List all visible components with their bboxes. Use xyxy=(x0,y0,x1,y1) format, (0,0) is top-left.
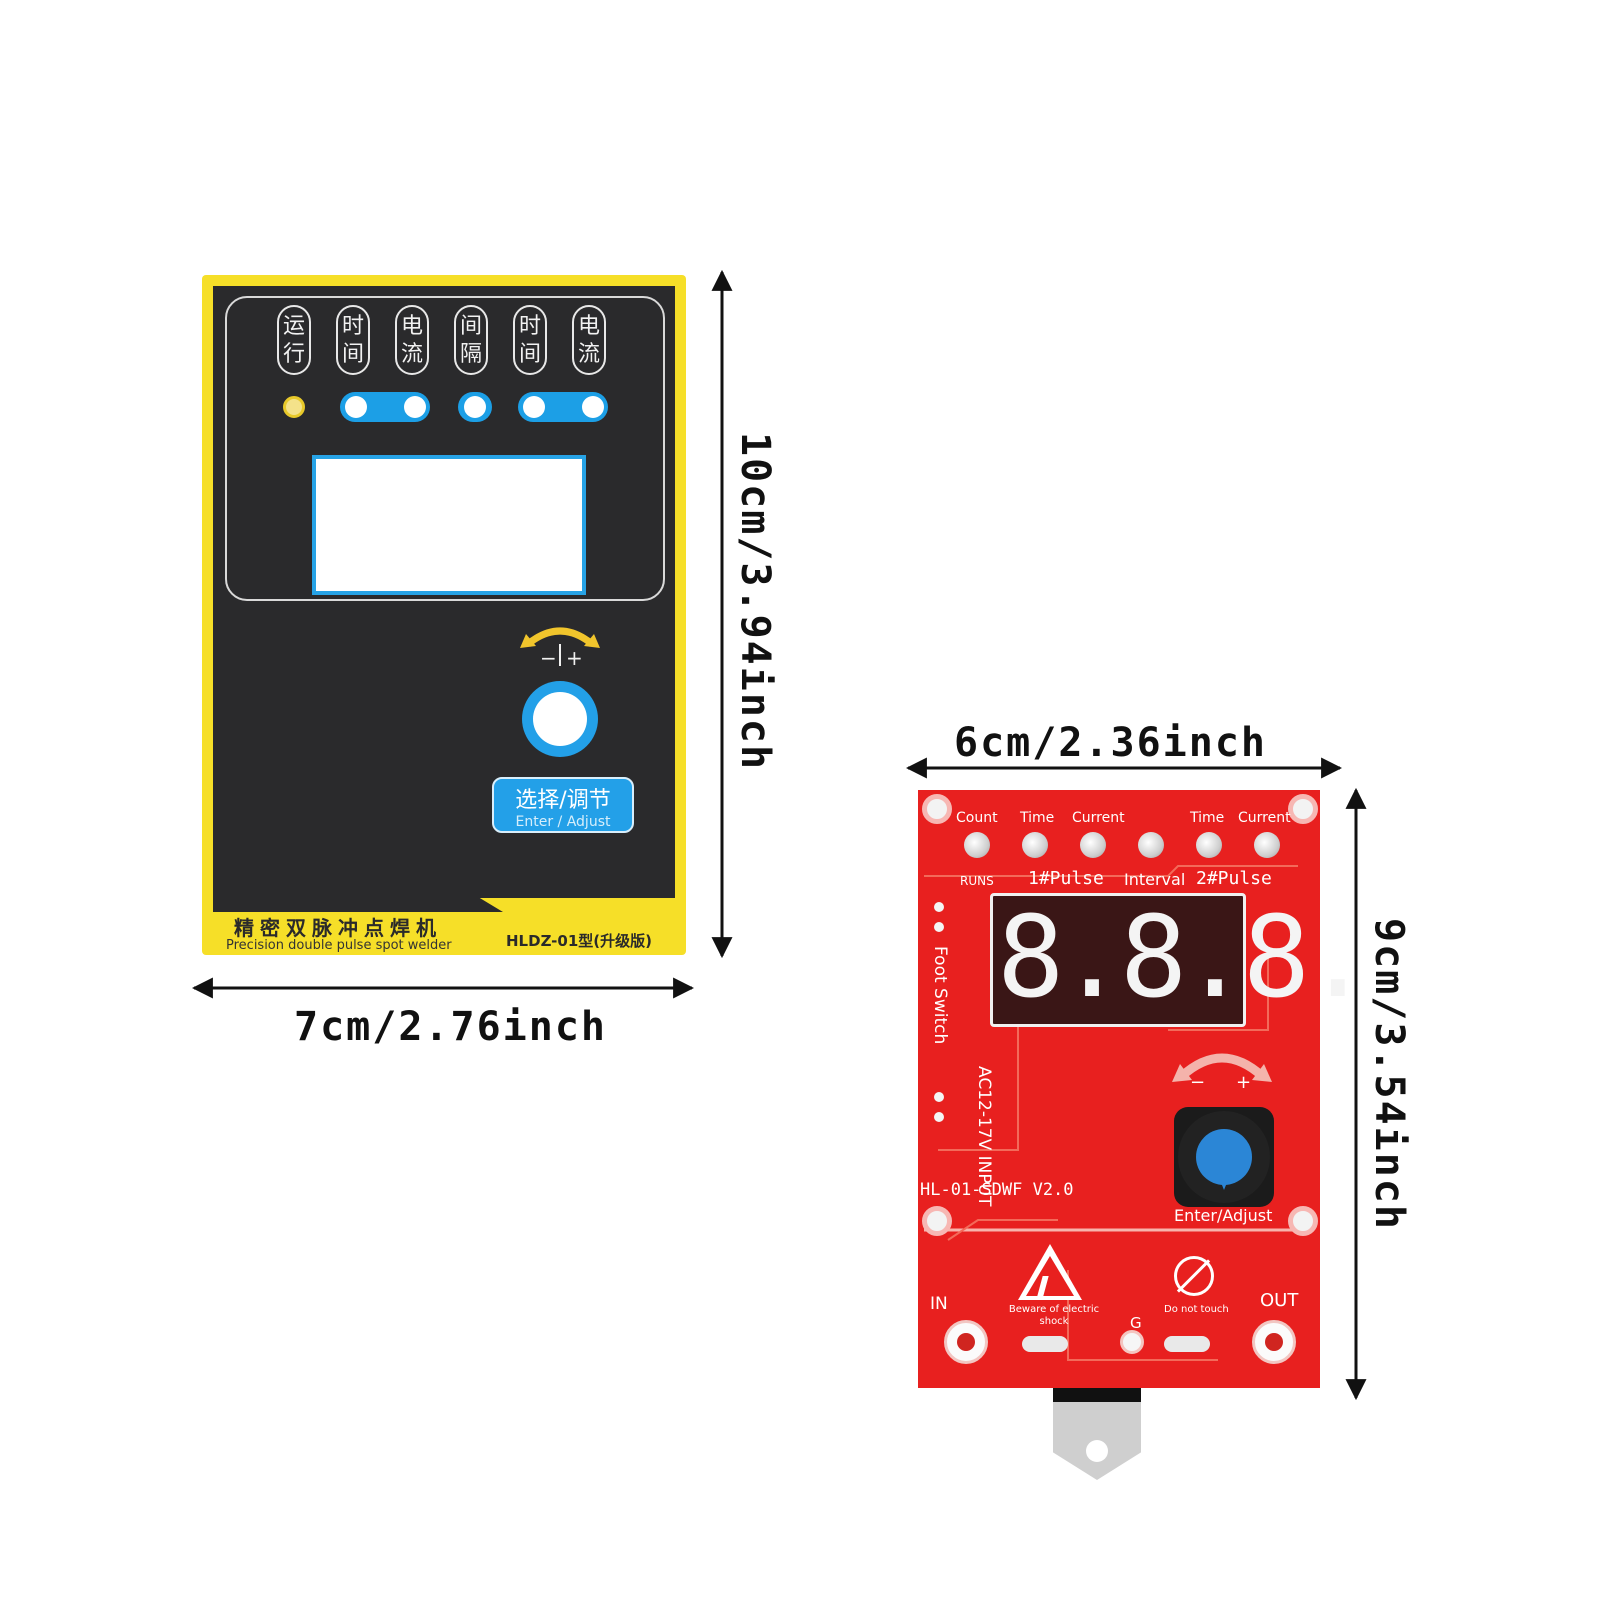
rotate-arrow-icon xyxy=(520,627,600,648)
panel-width-label: 7cm/2.76inch xyxy=(294,1004,607,1050)
no-touch-icon xyxy=(1174,1256,1214,1296)
board-model-label: HL-01-SDWF V2.0 xyxy=(920,1180,1074,1200)
panel-height-label: 10cm/3.94inch xyxy=(732,432,778,772)
enter-adjust-cn-label: 选择/调节 xyxy=(515,788,611,813)
enter-adjust-button: 选择/调节 Enter / Adjust xyxy=(492,777,634,833)
foot-switch-label: Foot Switch xyxy=(930,946,950,1045)
indicator-label-text: 时 xyxy=(341,314,364,339)
warning-triangle-inner xyxy=(1026,1256,1074,1296)
metal-tab-clip xyxy=(1053,1388,1141,1402)
board-knob-plus: + xyxy=(1236,1072,1252,1093)
in-label: IN xyxy=(930,1294,948,1314)
display-window xyxy=(312,455,586,595)
indicator-label-run: 运行 xyxy=(277,305,311,375)
led-window xyxy=(582,396,604,418)
mount-hole xyxy=(922,794,952,824)
do-not-touch-label: Do not touch xyxy=(1164,1304,1229,1315)
indicator-label-text: 隔 xyxy=(459,342,482,367)
pulse1-label: 1#Pulse xyxy=(1028,868,1104,889)
circuit-board xyxy=(918,790,1320,1388)
seven-segment-display: 8.8.8. xyxy=(990,893,1372,1027)
indicator-label-interval: 间隔 xyxy=(454,305,488,375)
indicator-label-text: 流 xyxy=(400,342,423,367)
display-frame xyxy=(225,296,665,601)
knob-minus-label: − xyxy=(540,646,557,670)
indicator-label-text: 间 xyxy=(341,342,364,367)
panel-title-en: Precision double pulse spot welder xyxy=(226,938,452,953)
led-label-current-1: Current xyxy=(1072,810,1125,826)
led-label-count: Count xyxy=(956,810,998,826)
indicator-label-time-1: 时间 xyxy=(336,305,370,375)
led-window xyxy=(464,396,486,418)
solder-slot xyxy=(1022,1336,1068,1352)
led-label-time-2: Time xyxy=(1190,810,1225,826)
ground-terminal xyxy=(1120,1330,1144,1354)
terminal-hole xyxy=(957,1333,975,1351)
indicator-label-text: 间 xyxy=(518,342,541,367)
mount-hole xyxy=(1288,1206,1318,1236)
input-terminal xyxy=(944,1320,988,1364)
led-time-2 xyxy=(1196,832,1222,858)
led-label-time-1: Time xyxy=(1020,810,1055,826)
mount-hole xyxy=(922,1206,952,1236)
led-interval xyxy=(1138,832,1164,858)
led-label-current-2: Current xyxy=(1238,810,1291,826)
panel-title-cn: 精密双脉冲点焊机 xyxy=(234,916,442,940)
indicator-label-text: 电 xyxy=(577,314,600,339)
solder-slot xyxy=(1164,1336,1210,1352)
metal-tab-hole xyxy=(1086,1440,1108,1462)
front-panel-footer-notch xyxy=(213,898,503,912)
led-count xyxy=(964,832,990,858)
led-window xyxy=(404,396,426,418)
indicator-label-text: 行 xyxy=(282,342,305,367)
rotate-arrow-icon xyxy=(1172,1053,1272,1082)
indicator-label-current-1: 电流 xyxy=(395,305,429,375)
indicator-label-time-2: 时间 xyxy=(513,305,547,375)
output-terminal xyxy=(1252,1320,1296,1364)
interval-label: Interval xyxy=(1124,870,1186,889)
run-led-window xyxy=(283,396,305,418)
knob-hole xyxy=(533,692,587,746)
ground-label: G xyxy=(1130,1314,1142,1332)
runs-label: RUNS xyxy=(960,874,994,888)
board-height-label: 9cm/3.54inch xyxy=(1366,918,1412,1231)
knob-divider xyxy=(559,644,561,666)
led-current-1 xyxy=(1080,832,1106,858)
indicator-label-text: 运 xyxy=(282,314,305,339)
display-digits: 8.8.8. xyxy=(997,893,1372,1023)
knob-plus-label: + xyxy=(566,646,583,670)
indicator-label-text: 流 xyxy=(577,342,600,367)
led-time-1 xyxy=(1022,832,1048,858)
pulse2-label: 2#Pulse xyxy=(1196,868,1272,889)
shock-warning-label: Beware of electric shock xyxy=(1008,1304,1100,1327)
panel-model: HLDZ-01型(升级版) xyxy=(506,932,652,950)
terminal-hole xyxy=(1265,1333,1283,1351)
solder-pad xyxy=(934,922,944,932)
solder-pad xyxy=(934,1112,944,1122)
out-label: OUT xyxy=(1260,1290,1299,1311)
board-width-label: 6cm/2.36inch xyxy=(954,720,1267,766)
indicator-label-text: 间 xyxy=(459,314,482,339)
enter-adjust-en-label: Enter / Adjust xyxy=(515,814,611,830)
board-knob-minus: − xyxy=(1190,1072,1206,1093)
indicator-label-text: 电 xyxy=(400,314,423,339)
enter-adjust-label: Enter/Adjust xyxy=(1174,1206,1273,1225)
led-window xyxy=(345,396,367,418)
led-current-2 xyxy=(1254,832,1280,858)
solder-pad xyxy=(934,1092,944,1102)
led-window xyxy=(523,396,545,418)
indicator-label-text: 时 xyxy=(518,314,541,339)
solder-pad xyxy=(934,902,944,912)
mount-hole xyxy=(1288,794,1318,824)
indicator-label-current-2: 电流 xyxy=(572,305,606,375)
